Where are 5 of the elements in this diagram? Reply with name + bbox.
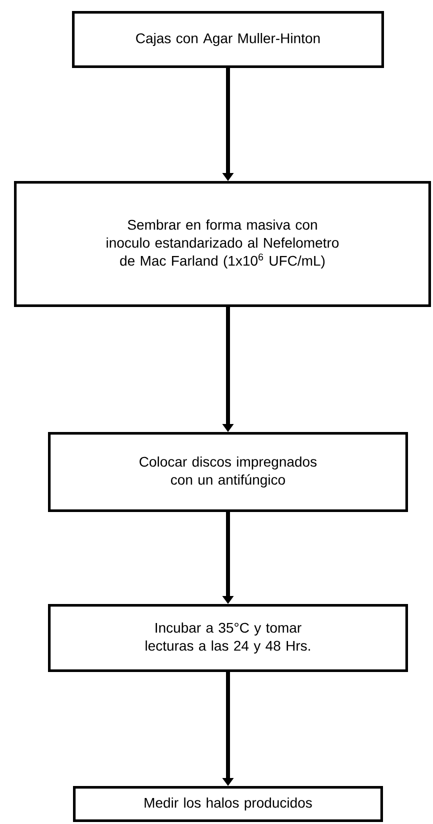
process-box: Medir los halos producidos xyxy=(73,786,383,822)
process-box: Sembrar en forma masiva con inoculo estandarizado al Nefelometro de Mac Farland (1x10$^{6}$ UFC/mL) xyxy=(14,181,431,307)
process-box: Incubar a 35°C y tomar lecturas a las 24 y 48 Hrs. xyxy=(48,604,408,672)
process-box: Colocar discos impregnados con un antifúngico xyxy=(48,432,408,512)
process-box: Cajas con Agar Muller-Hinton xyxy=(72,11,384,68)
